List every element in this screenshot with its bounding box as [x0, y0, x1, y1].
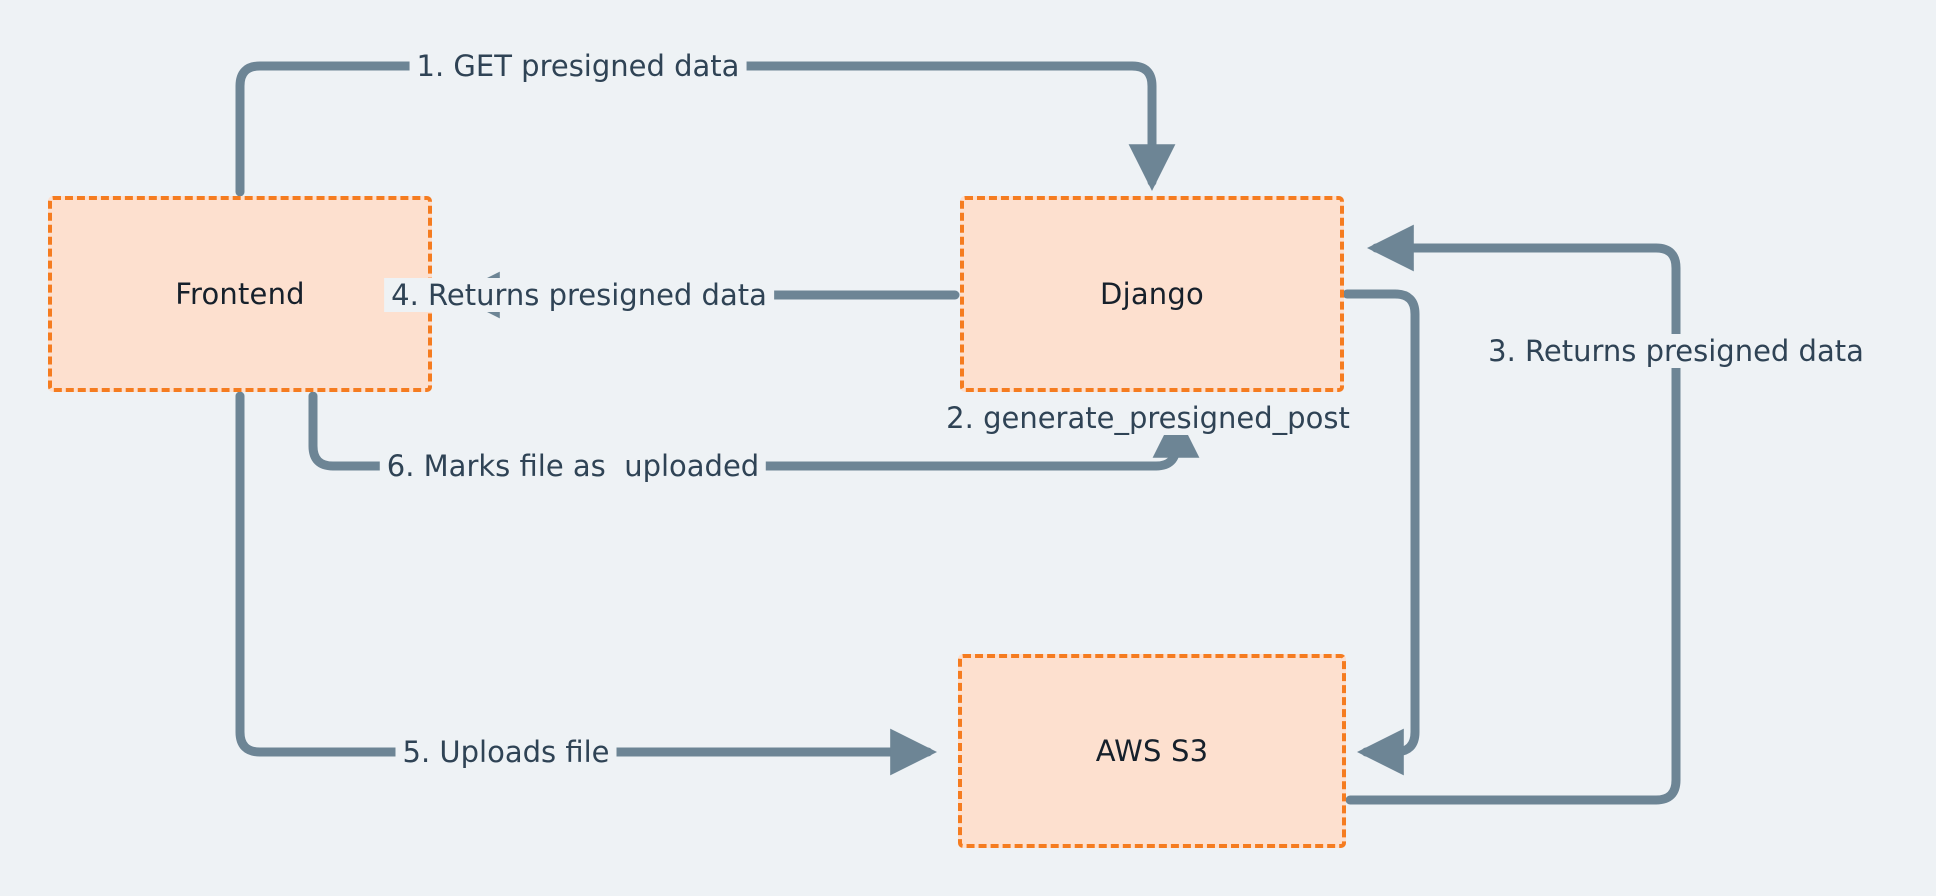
edge-label-1: 1. GET presigned data [409, 49, 747, 83]
node-django-label: Django [1100, 277, 1204, 311]
edge-label-2: 2. generate_presigned_post [939, 401, 1357, 435]
edge-label-5: 5. Uploads file [395, 735, 617, 769]
node-frontend[interactable]: Frontend [48, 196, 432, 392]
node-frontend-label: Frontend [175, 277, 305, 311]
edge-2-generate-presigned-post [1342, 289, 1420, 776]
node-django[interactable]: Django [960, 196, 1344, 392]
edge-3-returns-presigned-data [1345, 224, 1681, 805]
edge-5-uploads-file [235, 391, 938, 776]
node-aws-s3-label: AWS S3 [1095, 734, 1209, 768]
node-aws-s3[interactable]: AWS S3 [958, 654, 1346, 848]
edge-label-3: 3. Returns presigned data [1481, 334, 1871, 368]
edge-1-get-presigned-data [235, 61, 1176, 197]
edge-label-4: 4. Returns presigned data [384, 278, 774, 312]
edge-label-6: 6. Marks file as uploaded [379, 449, 767, 483]
